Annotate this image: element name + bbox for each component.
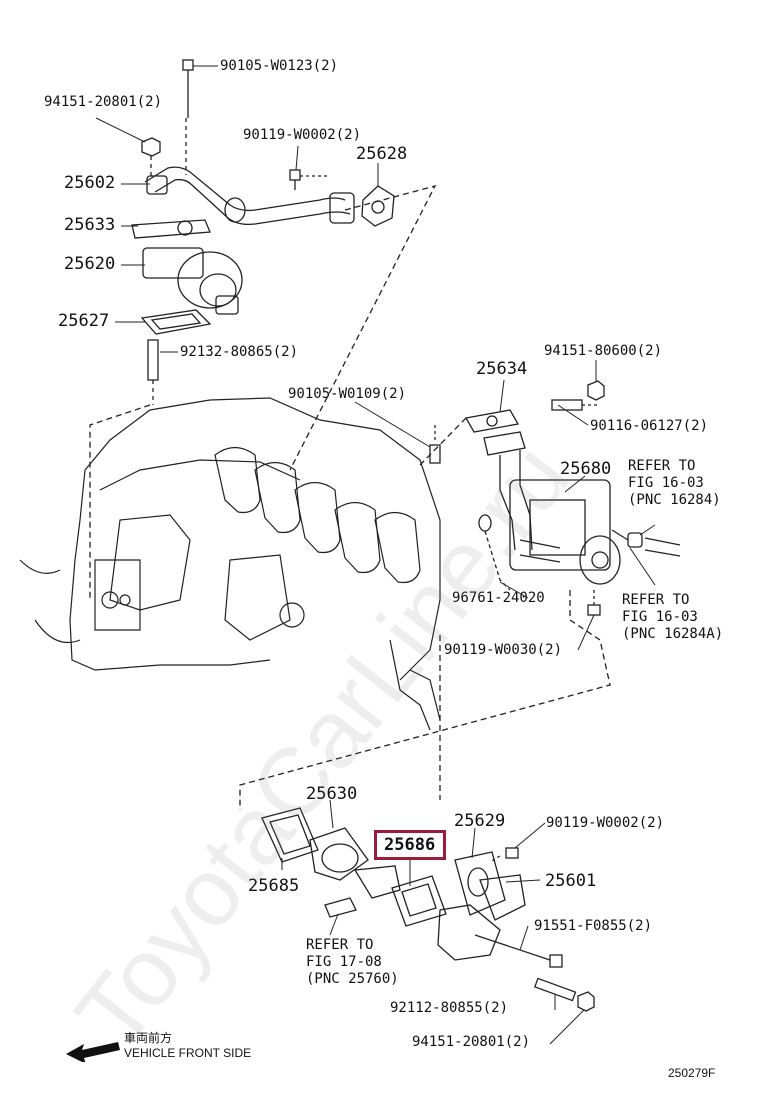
label-25602: 25602	[64, 173, 116, 193]
label-25620: 25620	[64, 254, 116, 274]
gasket-25686-shape	[391, 875, 447, 927]
bolt-90119-w0002-top-shape	[289, 169, 330, 190]
highlight-box-25686	[374, 830, 446, 860]
egr-pipe-25601-shape	[437, 874, 526, 961]
leader-lines	[95, 65, 656, 1045]
label-94151-80600: 94151-80600(2)	[544, 343, 663, 359]
bolt-90119-w0002-bottom-shape	[489, 847, 519, 863]
front-side-label-en: VEHICLE FRONT SIDE	[124, 1046, 252, 1060]
label-90119-w0030: 90119-W0030(2)	[444, 642, 563, 658]
label-25633: 25633	[64, 215, 116, 235]
label-90119-w0002-bottom: 90119-W0002(2)	[546, 815, 665, 831]
hose-16284-shape	[611, 529, 681, 557]
egr-valve-25630-shape	[309, 827, 401, 899]
arrow-left-icon	[66, 1042, 120, 1062]
front-side-label-zh: 車両前方	[124, 1031, 173, 1045]
label-90105-w0123: 90105-W0123(2)	[220, 58, 339, 74]
label-25686: 25686	[384, 835, 436, 855]
label-92132-80865: 92132-80865(2)	[180, 344, 299, 360]
gasket-25633-shape	[131, 219, 211, 239]
label-92112-80855: 92112-80855(2)	[390, 1000, 509, 1016]
nut-94151-20801-shape	[141, 137, 161, 180]
bolt-90119-w0030-shape	[587, 590, 601, 616]
gasket-25628-shape	[361, 185, 395, 227]
egr-pipe-25602-shape	[144, 166, 355, 226]
stud-90116-06127-shape	[551, 380, 605, 411]
ref-fig-16-03-16284a: REFER TO FIG 16-03 (PNC 16284A)	[622, 592, 724, 642]
gasket-25685-shape	[261, 807, 319, 863]
label-96761-24020: 96761-24020	[452, 590, 545, 606]
egr-pipe-right-shape	[483, 431, 533, 551]
stud-92112-80855-shape	[534, 977, 577, 1002]
stud-92132-80865-shape	[147, 339, 159, 405]
label-25680: 25680	[560, 459, 612, 479]
label-25627: 25627	[58, 311, 110, 331]
label-90119-w0002-top: 90119-W0002(2)	[243, 127, 362, 143]
label-25630: 25630	[306, 784, 358, 804]
hose-25760-shape	[324, 897, 357, 918]
label-25629: 25629	[454, 811, 506, 831]
figure-code: 250279F	[668, 1066, 716, 1080]
gasket-25627-shape	[140, 309, 212, 335]
egr-valve-25620-shape	[142, 247, 243, 315]
ref-fig-16-03-16284: REFER TO FIG 16-03 (PNC 16284)	[628, 458, 721, 508]
egr-valve-25629-shape	[454, 851, 506, 916]
label-90105-w0109: 90105-W0109(2)	[288, 386, 407, 402]
label-94151-20801-top: 94151-20801(2)	[44, 94, 163, 110]
o-ring-96761-24020-shape	[478, 514, 511, 591]
bolt-90105-w0123-shape	[182, 59, 194, 175]
label-91551-f0855: 91551-F0855(2)	[534, 918, 653, 934]
stud-91551-f0855-shape	[474, 934, 563, 968]
label-25634: 25634	[476, 359, 528, 379]
intake-manifold-shape	[19, 397, 441, 731]
label-25601: 25601	[545, 871, 597, 891]
label-25685: 25685	[248, 876, 300, 896]
label-94151-20801-bottom: 94151-20801(2)	[412, 1034, 531, 1050]
gasket-25634-shape	[464, 409, 520, 433]
ref-fig-17-08-25760: REFER TO FIG 17-08 (PNC 25760)	[306, 937, 399, 987]
label-25628: 25628	[356, 144, 408, 164]
bolt-90105-w0109-shape	[429, 425, 441, 464]
egr-cooler-25680-shape	[509, 479, 621, 585]
nut-94151-20801-bottom-shape	[577, 991, 595, 1012]
label-90116-06127: 90116-06127(2)	[590, 418, 709, 434]
